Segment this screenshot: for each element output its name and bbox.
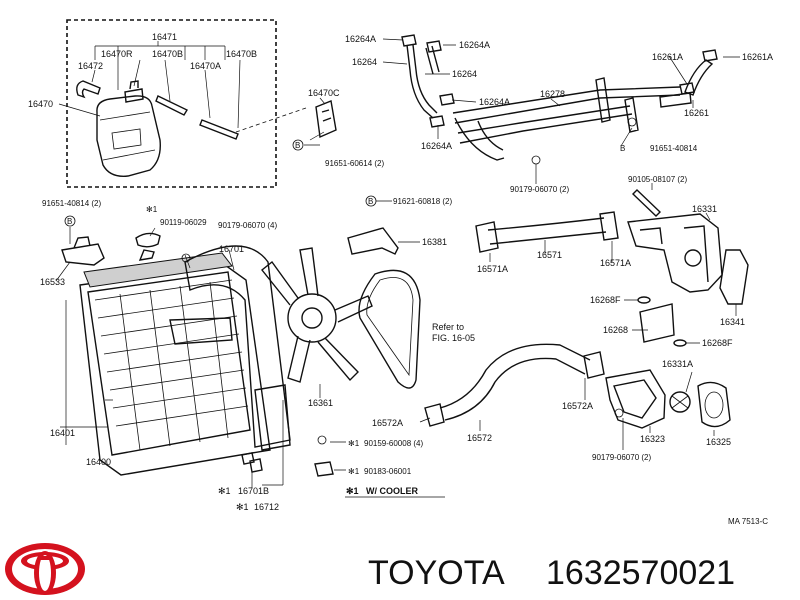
reservoir-tank [96, 95, 161, 177]
label-16261A-1: 16261A [652, 52, 683, 62]
label-16572A-r: 16572A [562, 401, 593, 411]
label-16323: 16323 [640, 434, 665, 444]
reservoir-tube-a [199, 119, 239, 140]
label-16533: 16533 [40, 277, 65, 287]
label-16331A: 16331A [662, 359, 693, 369]
cooling-fan-16361 [261, 247, 373, 398]
hose-16261 [684, 59, 714, 96]
label-16264-2: 16264 [452, 69, 477, 79]
hose-16264 [406, 44, 438, 119]
label-16264A-3: 16264A [479, 97, 510, 107]
brand-name: TOYOTA [368, 554, 505, 592]
bolt-mark-3: B [67, 217, 72, 226]
label-90105-08107: 90105-08107 (2) [628, 175, 687, 184]
reservoir-bracket [315, 100, 337, 139]
bracket-16381 [347, 227, 399, 255]
reservoir-tube-b [155, 95, 188, 116]
label-16571: 16571 [537, 250, 562, 260]
label-16470B-b: 16470B [226, 49, 257, 59]
drive-belt [358, 269, 421, 389]
label-91651-60614: 91651-60614 (2) [325, 159, 384, 168]
star-mark-4: ✻1 [218, 486, 231, 496]
label-16361: 16361 [308, 398, 333, 408]
label-16381: 16381 [422, 237, 447, 247]
label-16470B-a: 16470B [152, 49, 183, 59]
label-16264A-2: 16264A [459, 40, 490, 50]
bypass-pipe-group [382, 34, 740, 184]
label-16341: 16341 [720, 317, 745, 327]
diagram-id: MA 7513-C [728, 517, 768, 526]
label-16471: 16471 [152, 32, 177, 42]
label-16571A-l: 16571A [477, 264, 508, 274]
refer-line-1: Refer to [432, 322, 464, 332]
label-91651-40814-l: 91651-40814 (2) [42, 199, 101, 208]
label-16268F-2: 16268F [702, 338, 733, 348]
bolt-mark-2: B [620, 144, 625, 153]
label-16401: 16401 [50, 428, 75, 438]
bolt-mark-1: B [295, 141, 300, 150]
label-16325: 16325 [706, 437, 731, 447]
label-16400: 16400 [86, 457, 111, 467]
bolt-mark-4: B [368, 197, 373, 206]
label-90179-06070-bottom: 90179-06070 (2) [592, 453, 651, 462]
radiator-bracket-16533 [61, 236, 105, 266]
star-mark-2: ✻1 [348, 439, 360, 448]
bolt-marker-91651-60614 [292, 139, 304, 151]
label-16470A: 16470A [190, 61, 221, 71]
label-16278: 16278 [540, 89, 565, 99]
label-16472: 16472 [78, 61, 103, 71]
star-mark-1: ✻1 [146, 205, 158, 214]
part-number: 1632570021 [546, 554, 735, 592]
label-16470: 16470 [28, 99, 53, 109]
radiator-hose-lower-16572 [419, 343, 605, 431]
part-labels: 16471 16470R 16470B 16470B 16472 16470A … [28, 32, 773, 526]
label-16264A-1: 16264A [345, 34, 376, 44]
label-16264A-4: 16264A [421, 141, 452, 151]
label-16268F-1: 16268F [590, 295, 621, 305]
reservoir-kit-box [66, 19, 277, 188]
label-91651-40814-r: 91651-40814 [650, 144, 698, 153]
cooler-note: W/ COOLER [366, 486, 418, 496]
radiator-hose-upper-16571 [475, 211, 619, 262]
label-16470C: 16470C [308, 88, 340, 98]
label-90179-06070-top: 90179-06070 (2) [510, 185, 569, 194]
radiator-assembly [55, 215, 271, 476]
water-inlet-16323 [605, 369, 731, 450]
star-mark-3: ✻1 [348, 467, 360, 476]
label-16712: 16712 [254, 502, 279, 512]
water-outlet-16331 [624, 183, 749, 347]
cooler-star-mark: ✻1 [346, 486, 359, 496]
label-90159-60008: 90159-60008 (4) [364, 439, 423, 448]
label-16470R: 16470R [101, 49, 133, 59]
pipe-16268 [639, 303, 675, 343]
label-16572A-l: 16572A [372, 418, 403, 428]
label-90183-06001: 90183-06001 [364, 467, 412, 476]
refer-line-2: FIG. 16-05 [432, 333, 475, 343]
label-90119-06029: 90119-06029 [160, 218, 207, 227]
fan-shroud [184, 245, 291, 486]
label-16701: 16701 [219, 244, 244, 254]
toyota-logo-icon [5, 543, 85, 595]
label-16331: 16331 [692, 204, 717, 214]
label-16264: 16264 [352, 57, 377, 67]
reservoir-cap [124, 80, 144, 103]
label-16701B: 16701B [238, 486, 269, 496]
label-91621-60818: 91621-60818 (2) [393, 197, 452, 206]
label-90179-06070-4: 90179-06070 (4) [218, 221, 277, 230]
label-16572: 16572 [467, 433, 492, 443]
reservoir-kit-group [58, 19, 307, 188]
star-mark-5: ✻1 [236, 502, 249, 512]
label-16571A-r: 16571A [600, 258, 631, 268]
label-16268: 16268 [603, 325, 628, 335]
water-bypass-pipe-16278 [452, 86, 681, 144]
radiator-cap [135, 232, 161, 248]
label-16261A-2: 16261A [742, 52, 773, 62]
label-16261: 16261 [684, 108, 709, 118]
reservoir-hose [76, 80, 101, 99]
